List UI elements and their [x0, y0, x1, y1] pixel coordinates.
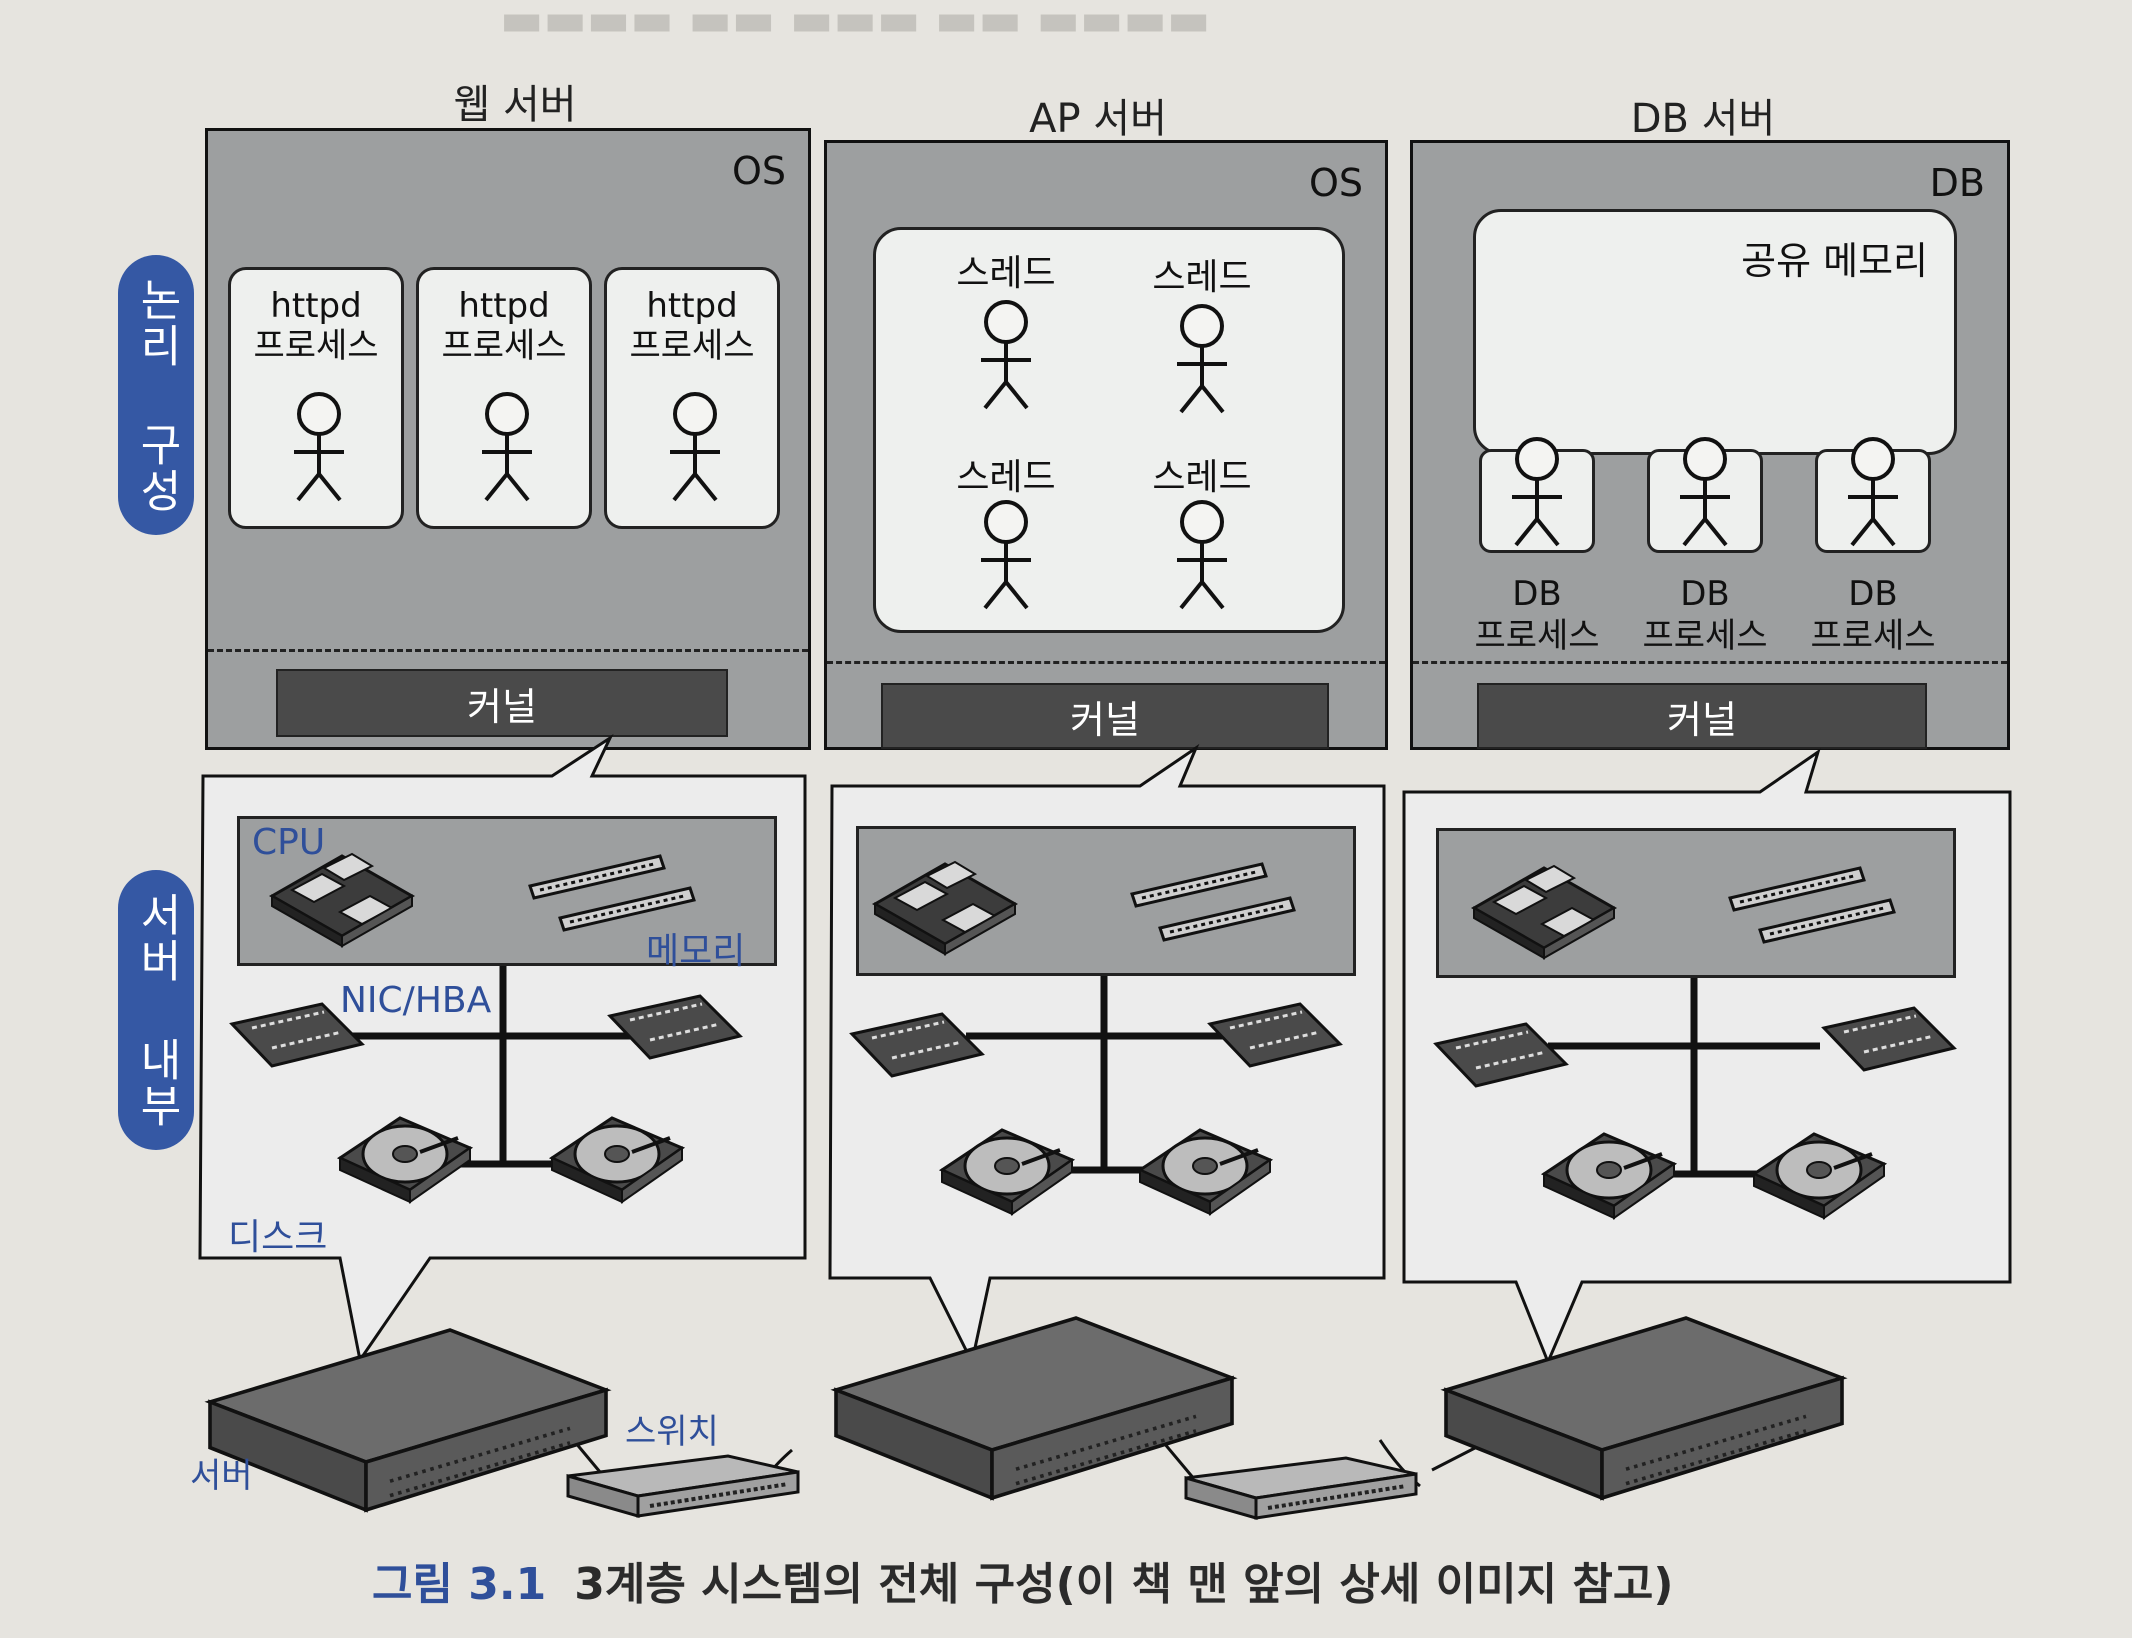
db-process-name: DB: [1848, 574, 1898, 614]
thread-label: 스레드: [956, 253, 1056, 294]
shared-memory-label: 공유 메모리: [1741, 239, 1928, 283]
kernel-label: 커널: [1667, 697, 1737, 742]
kernel-bar: 커널: [1477, 683, 1927, 749]
db-process-person-icon: [1680, 437, 1730, 547]
cpu-label: CPU: [252, 822, 326, 863]
thread-container: 스레드 스레드 스레드 스레드: [873, 227, 1345, 633]
person-icon: [294, 392, 344, 502]
person-icon: [482, 392, 532, 502]
thread-label: 스레드: [1152, 257, 1252, 298]
thread-person-icon: [1177, 304, 1227, 414]
db-process-type: 프로세스: [1474, 616, 1600, 656]
kernel-bar: 커널: [276, 669, 728, 737]
nic-hba-label: NIC/HBA: [340, 980, 492, 1021]
process-name: httpd: [270, 286, 362, 326]
process-type: 프로세스: [441, 326, 567, 366]
process-type: 프로세스: [629, 326, 755, 366]
kernel-bar: 커널: [881, 683, 1329, 749]
switch-label: 스위치: [625, 1412, 719, 1452]
process-name: httpd: [646, 286, 738, 326]
thread-person-icon: [981, 500, 1031, 610]
kernel-divider: [827, 661, 1385, 664]
thread-label: 스레드: [956, 457, 1056, 498]
server-label: 서버: [190, 1456, 253, 1496]
kernel-divider: [208, 649, 808, 652]
bleed-through-text: ▬▬▬▬ ▬▬ ▬▬▬ ▬▬ ▬▬▬▬: [500, 0, 1211, 46]
db-process-name: DB: [1512, 574, 1562, 614]
logical-config-label: 논리 구성: [118, 255, 194, 535]
person-icon: [670, 392, 720, 502]
process-type: 프로세스: [253, 326, 379, 366]
db-process-type: 프로세스: [1810, 616, 1936, 656]
db-process-name: DB: [1680, 574, 1730, 614]
os-label: OS: [731, 149, 786, 193]
web-os-panel: OS httpd 프로세스 httpd 프로세스 httpd 프로세스 커널: [205, 128, 811, 750]
server-internal-label: 서버 내부: [118, 870, 194, 1150]
db-process-person-icon: [1848, 437, 1898, 547]
figure-caption: 그림 3.1 3계층 시스템의 전체 구성(이 책 맨 앞의 상세 이미지 참고): [372, 1548, 1674, 1612]
web-server-title: 웹 서버: [453, 82, 577, 128]
process-name: httpd: [458, 286, 550, 326]
figure-number: 그림 3.1: [372, 1559, 547, 1610]
httpd-process-box: httpd 프로세스: [416, 267, 592, 529]
db-server-title: DB 서버: [1630, 96, 1776, 142]
thread-person-icon: [981, 300, 1031, 410]
httpd-process-box: httpd 프로세스: [228, 267, 404, 529]
db-process-type: 프로세스: [1642, 616, 1768, 656]
disk-label: 디스크: [228, 1217, 328, 1258]
db-engine-label: DB: [1929, 161, 1985, 205]
os-label: OS: [1308, 161, 1363, 205]
ap-server-title: AP 서버: [1029, 96, 1167, 142]
db-process-person-icon: [1512, 437, 1562, 547]
kernel-label: 커널: [467, 684, 537, 729]
kernel-label: 커널: [1070, 697, 1140, 742]
memory-label: 메모리: [646, 931, 746, 972]
httpd-process-box: httpd 프로세스: [604, 267, 780, 529]
thread-label: 스레드: [1152, 457, 1252, 498]
figure-caption-text: 3계층 시스템의 전체 구성(이 책 맨 앞의 상세 이미지 참고): [574, 1559, 1674, 1610]
thread-person-icon: [1177, 500, 1227, 610]
ap-os-panel: OS 스레드 스레드 스레드 스레드 커널: [824, 140, 1388, 750]
kernel-divider: [1413, 661, 2007, 664]
